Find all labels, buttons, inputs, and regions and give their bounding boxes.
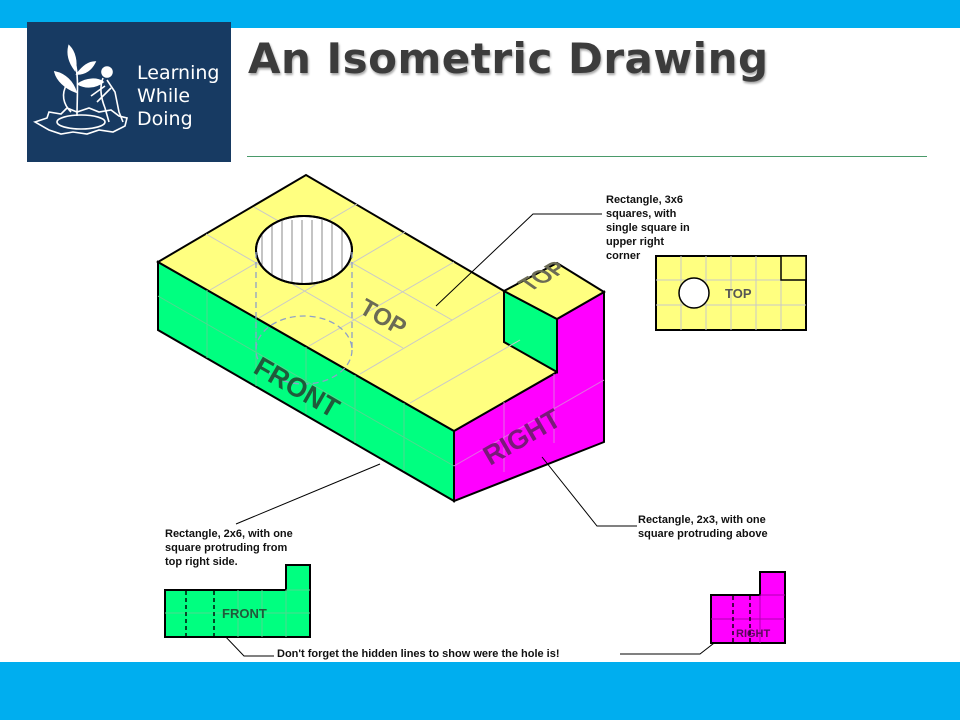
right-view-label: RIGHT [736, 628, 771, 640]
page-title: An Isometric Drawing [248, 34, 769, 83]
logo-line-1: Learning [137, 62, 220, 84]
bottom-band [0, 662, 960, 720]
front-view: FRONT [164, 564, 311, 638]
right-view: RIGHT [710, 571, 786, 644]
front-note-line-3: top right side. [165, 556, 238, 568]
front-view-note: Rectangle, 2x6, with one square protrudi… [165, 527, 293, 569]
top-note-line-5: corner [606, 250, 641, 262]
right-grid [453, 374, 605, 472]
front-view-label: FRONT [222, 606, 267, 621]
logo-line-2: While [137, 85, 191, 107]
right-note-line-2: square protruding above [638, 528, 768, 540]
front-note-line-1: Rectangle, 2x6, with one [165, 528, 293, 540]
top-note-line-4: upper right [606, 236, 665, 248]
front-grid [157, 290, 455, 471]
tab-top-face [501, 261, 606, 321]
top-note-line-2: squares, with [606, 208, 677, 220]
right-view-note: Rectangle, 2x3, with one square protrudi… [638, 513, 768, 541]
logo-line-3: Doing [137, 108, 193, 130]
title-divider [247, 156, 927, 157]
plant-gear-worker-icon [33, 44, 128, 135]
right-note-line-1: Rectangle, 2x3, with one [638, 514, 766, 526]
front-note-line-2: square protruding from [165, 542, 288, 554]
top-view-note: Rectangle, 3x6 squares, with single squa… [606, 193, 690, 263]
top-note-line-3: single square in [606, 222, 690, 234]
logo: Learning While Doing [27, 22, 231, 162]
logo-text: Learning While Doing [137, 62, 220, 131]
top-view: TOP [655, 255, 807, 331]
hole-hidden-lines [255, 252, 353, 385]
top-note-line-1: Rectangle, 3x6 [606, 194, 684, 206]
hidden-lines-note: Don't forget the hidden lines to show we… [277, 648, 560, 660]
isometric-solid: TOP TOP FRONT RIGHT [156, 173, 606, 503]
top-view-label: TOP [725, 286, 752, 301]
